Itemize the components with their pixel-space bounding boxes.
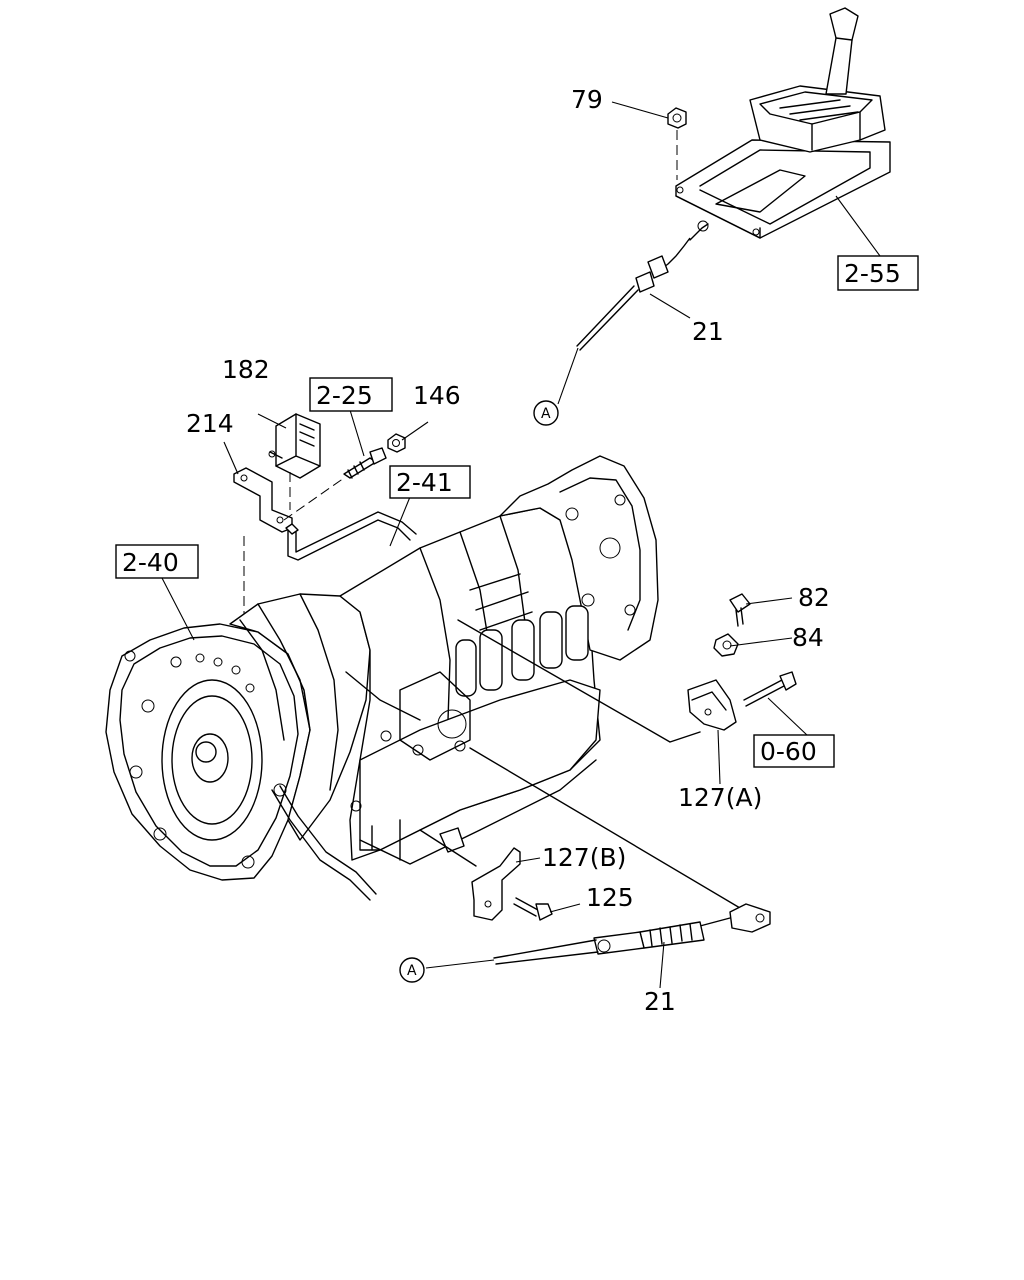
vent-tube-part xyxy=(285,511,417,561)
connector-a-bottom: A xyxy=(399,957,425,983)
svg-text:0-60: 0-60 xyxy=(760,737,817,766)
ref-box-2-41[interactable]: 2-41 xyxy=(389,465,471,499)
label-127a: 127(A) xyxy=(678,783,762,812)
clamp-84-part xyxy=(713,633,739,657)
label-182: 182 xyxy=(222,355,270,384)
bolt-2-25-part xyxy=(343,447,387,479)
nut-146-part xyxy=(387,433,406,453)
transmission-body xyxy=(105,455,659,901)
svg-text:2-25: 2-25 xyxy=(316,381,373,410)
label-125: 125 xyxy=(586,883,634,912)
bolt-0-60-part xyxy=(743,671,797,707)
valve-body-solenoids xyxy=(455,605,589,697)
label-21-bottom: 21 xyxy=(644,987,676,1016)
shifter-assembly xyxy=(667,7,891,239)
label-21-top: 21 xyxy=(692,317,724,346)
svg-text:2-40: 2-40 xyxy=(122,548,179,577)
svg-text:2-55: 2-55 xyxy=(844,259,901,288)
upper-shift-cable xyxy=(576,220,709,351)
svg-text:2-41: 2-41 xyxy=(396,468,453,497)
ref-box-2-25[interactable]: 2-25 xyxy=(309,377,393,412)
control-module-182-part xyxy=(268,413,321,479)
svg-text:A: A xyxy=(407,963,417,979)
label-82: 82 xyxy=(798,583,830,612)
leader-lines xyxy=(161,101,881,989)
label-214: 214 xyxy=(186,409,234,438)
ref-box-0-60[interactable]: 0-60 xyxy=(753,734,835,768)
lower-shift-cable xyxy=(469,747,771,965)
connector-a-top: A xyxy=(533,400,559,426)
svg-text:A: A xyxy=(541,406,551,422)
ref-box-2-40[interactable]: 2-40 xyxy=(115,544,199,579)
label-84: 84 xyxy=(792,623,824,652)
bolt-125-part xyxy=(513,897,553,921)
bracket-127b-part xyxy=(471,847,521,921)
bolt-82-part xyxy=(729,593,751,627)
label-146: 146 xyxy=(413,381,461,410)
label-79: 79 xyxy=(571,85,603,114)
label-127b: 127(B) xyxy=(542,843,626,872)
nut-79-part xyxy=(667,107,687,129)
ref-box-2-55[interactable]: 2-55 xyxy=(837,255,919,291)
sensor-127a-part xyxy=(687,679,737,731)
bracket-214-part xyxy=(233,467,293,533)
